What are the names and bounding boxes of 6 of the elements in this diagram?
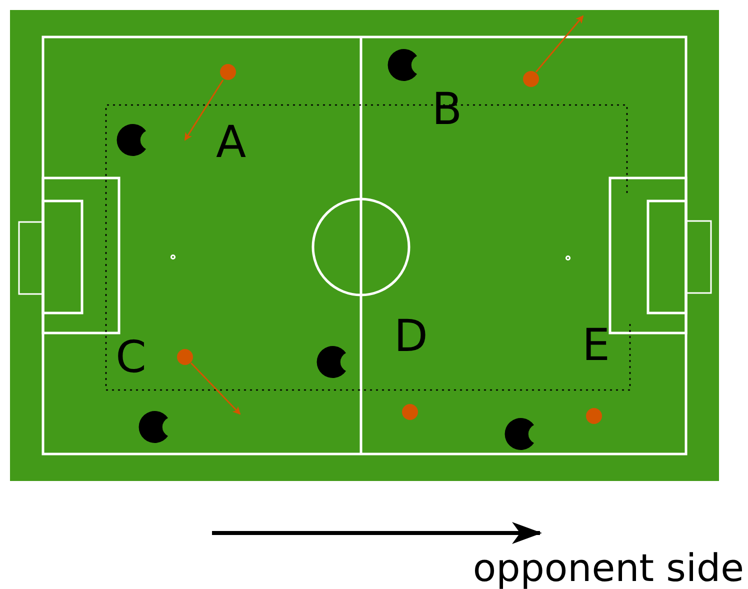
zone-letter: E (582, 324, 610, 368)
zone-letter: D (394, 315, 428, 359)
zone-letter: C (116, 336, 146, 380)
direction-label: opponent side (472, 549, 744, 587)
zone-letter: A (216, 121, 246, 165)
zone-letter: B (432, 88, 462, 132)
